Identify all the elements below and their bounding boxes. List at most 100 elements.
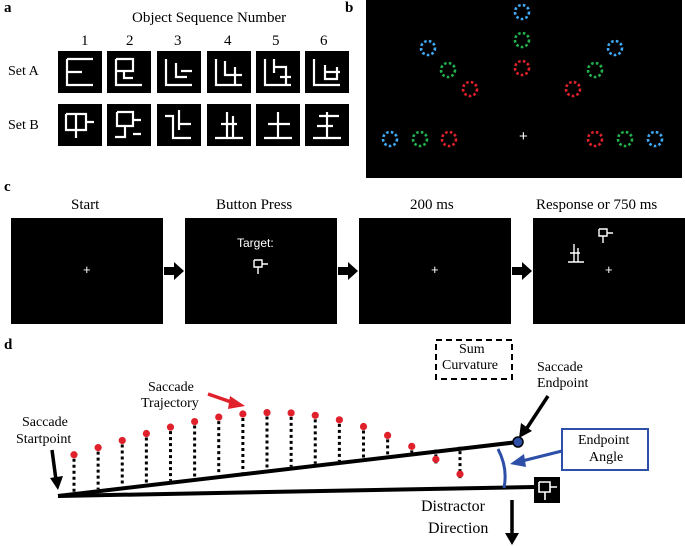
trajectory-dot — [408, 442, 416, 450]
set-b-object-6 — [305, 104, 349, 146]
panel-b-distractor-rings — [381, 3, 664, 148]
trajectory-dot — [118, 436, 126, 445]
trajectory-dot — [432, 455, 440, 463]
screen-button-press — [185, 218, 337, 324]
label-angle-1: Endpoint — [578, 433, 630, 448]
trajectory-dot — [263, 408, 271, 417]
screen-response-distractor — [568, 244, 584, 263]
distractor-line — [57, 485, 535, 498]
endpoint-angle-arc — [496, 448, 507, 489]
start-arrowhead — [50, 476, 63, 490]
trajectory-dot — [70, 451, 78, 459]
label-endpoint-2: Endpoint — [537, 376, 589, 391]
trajectory-dot — [191, 417, 199, 426]
screen-200ms — [359, 218, 511, 324]
label-sum-2: Curvature — [442, 358, 498, 373]
set-a-object-5 — [256, 51, 300, 93]
ring-red — [461, 80, 479, 98]
col-label-4: 4 — [224, 33, 232, 49]
trajectory-dot — [311, 411, 319, 419]
screen-200ms-fixation: + — [431, 262, 439, 277]
screen-response — [533, 218, 685, 324]
col-label-6: 6 — [320, 33, 328, 49]
label-distractor-2: Direction — [428, 520, 489, 537]
col-label-2: 2 — [126, 33, 134, 49]
trajectory-dot — [142, 429, 150, 438]
ring-green — [616, 130, 634, 148]
screen-start — [11, 218, 163, 324]
screen-response-target — [598, 228, 613, 243]
set-b-object-1 — [58, 104, 102, 146]
panel-b-letter: b — [345, 0, 354, 16]
ring-blue — [513, 3, 531, 21]
panel-a-title: Object Sequence Number — [132, 10, 287, 26]
screen-label-start: Start — [71, 197, 100, 213]
set-b-object-3 — [157, 104, 201, 146]
ring-blue — [606, 39, 624, 57]
endpoint-angle-box — [561, 428, 649, 471]
ring-blue — [646, 130, 664, 148]
panel-b-display — [366, 0, 682, 178]
ring-red — [440, 130, 458, 148]
panel-c-letter: c — [4, 179, 11, 195]
ring-green — [586, 61, 604, 79]
label-distractor-1: Distractor — [421, 498, 485, 515]
ring-red — [586, 130, 604, 148]
ring-blue — [381, 130, 399, 148]
arrow-right-icon — [512, 262, 532, 280]
trajectory-dot — [384, 431, 392, 439]
sum-curvature-box — [435, 339, 513, 380]
label-endpoint-1: Saccade — [537, 360, 583, 375]
trajectory-dot — [239, 410, 247, 418]
set-a-object-4 — [207, 51, 251, 93]
set-a-object-3 — [157, 51, 201, 93]
screen-label-response: Response or 750 ms — [536, 197, 658, 213]
panel-d-letter: d — [4, 337, 13, 353]
label-sum-1: Sum — [459, 342, 485, 357]
blue-arrowhead — [510, 454, 526, 467]
col-label-1: 1 — [81, 33, 89, 49]
set-a-object-2 — [107, 51, 151, 93]
saccade-endpoint-dot — [512, 436, 524, 448]
label-trajectory-1: Saccade — [148, 380, 194, 395]
set-b-object-4 — [207, 104, 251, 146]
row-label-set-b: Set B — [8, 118, 39, 133]
label-startpoint-1: Saccade — [22, 415, 68, 430]
set-b-object-5 — [256, 104, 300, 146]
row-label-set-a: Set A — [8, 64, 39, 79]
screen-target-text: Target: — [237, 236, 274, 250]
trajectory-dot — [94, 444, 102, 452]
ring-red — [513, 59, 531, 77]
col-label-3: 3 — [174, 33, 182, 49]
screen-start-fixation: + — [83, 262, 91, 277]
set-a-object-6 — [305, 51, 349, 93]
panel-b-fixation: + — [519, 128, 528, 145]
ring-blue — [419, 39, 437, 57]
label-startpoint-2: Startpoint — [16, 432, 72, 447]
arrow-right-icon — [338, 262, 358, 280]
down-arrowhead — [505, 533, 519, 545]
saccade-vector-line — [57, 440, 519, 498]
distractor-object — [534, 477, 560, 503]
trajectory-dot — [215, 413, 223, 421]
trajectory-dot — [359, 422, 368, 431]
ring-green — [513, 31, 531, 49]
screen-label-200ms: 200 ms — [410, 197, 454, 213]
label-trajectory-2: Trajectory — [141, 396, 199, 411]
panel-a-letter: a — [4, 0, 12, 16]
screen-response-fixation: + — [605, 262, 613, 277]
trajectory-dot — [287, 409, 295, 417]
set-a-object-1 — [58, 51, 102, 93]
ring-green — [411, 130, 429, 148]
screen-target-object — [253, 259, 268, 274]
arrow-right-icon — [164, 262, 184, 280]
trajectory-dot — [166, 423, 175, 431]
endpoint-arrowhead — [519, 423, 532, 438]
ring-green — [439, 61, 457, 79]
panel-d-diagram — [50, 339, 649, 545]
ring-red — [564, 80, 582, 98]
label-angle-2: Angle — [589, 450, 624, 465]
trajectory-dot — [335, 416, 343, 424]
red-arrowhead — [228, 396, 245, 409]
trajectory-dot — [456, 470, 464, 478]
